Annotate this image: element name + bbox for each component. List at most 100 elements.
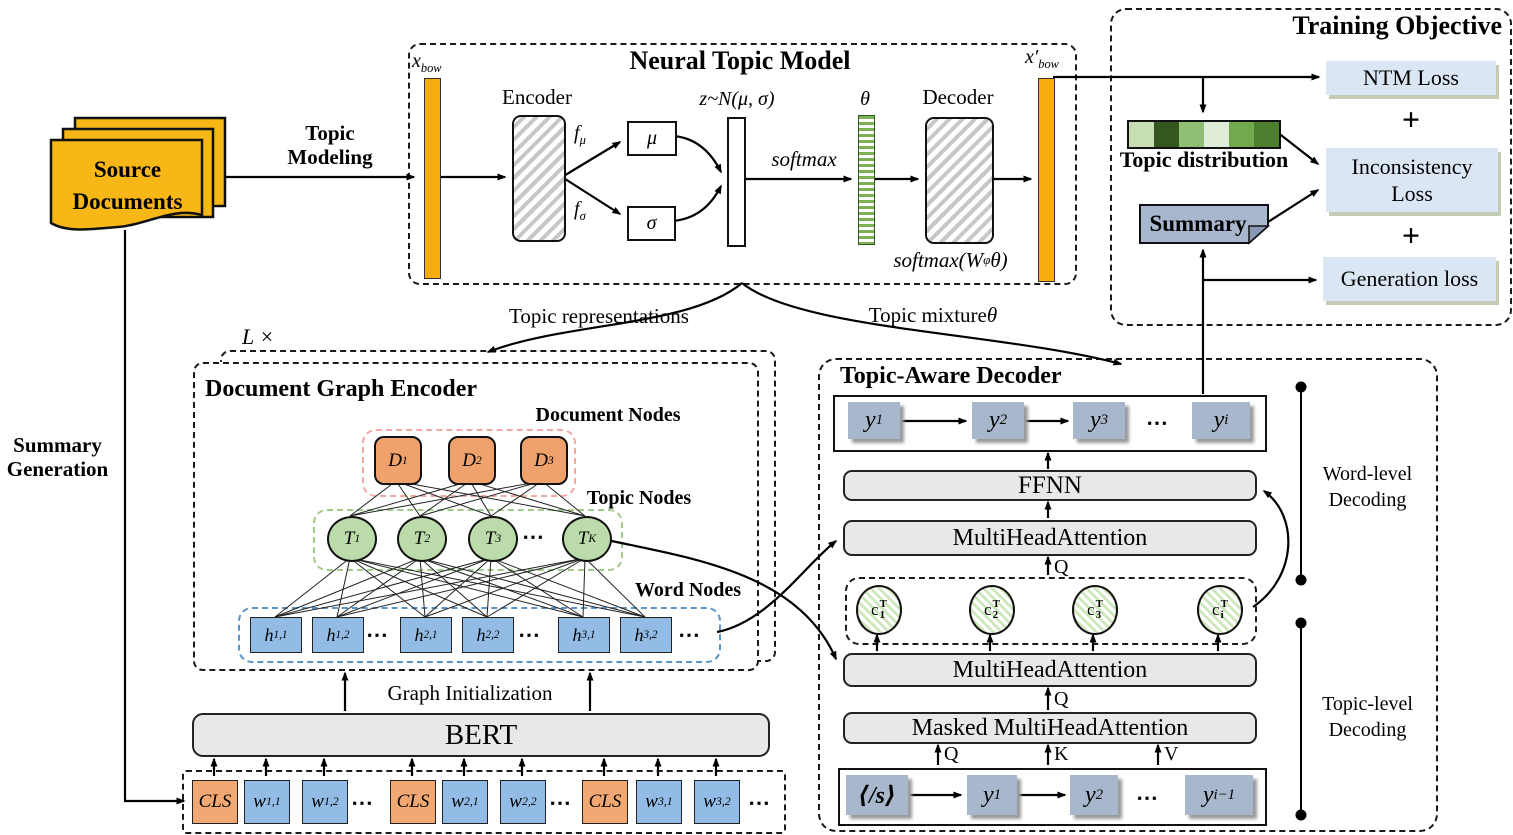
word-nodes-label: Word Nodes: [634, 578, 742, 601]
mha-word-box: MultiHeadAttention: [843, 520, 1257, 556]
sigma-box: σ: [627, 206, 676, 241]
f-sigma-label: fσ: [574, 198, 586, 223]
ntm-loss-box: NTM Loss: [1326, 61, 1496, 95]
token-ellipsis-3: ⋯: [748, 790, 771, 815]
ntm-decoder-block: [925, 117, 994, 244]
q-label-1: Q: [1054, 556, 1069, 578]
token-ellipsis-2: ⋯: [549, 790, 572, 815]
k-label: K: [1054, 743, 1069, 765]
v-label: V: [1164, 743, 1179, 765]
graph-initialization-label: Graph Initialization: [387, 680, 553, 705]
q-label-3: Q: [944, 743, 959, 765]
distribution-segment: [1154, 122, 1179, 147]
context-nodes-group: [845, 577, 1257, 645]
ntm-title: Neural Topic Model: [629, 46, 851, 75]
distribution-segment: [1254, 122, 1279, 147]
distribution-segment: [1229, 122, 1254, 147]
summary-label: Summary: [1149, 211, 1247, 236]
plus-1: +: [1401, 100, 1421, 137]
q-label-2: Q: [1054, 688, 1069, 710]
z-bar: [727, 117, 746, 247]
xbow-prime-bar: [1038, 78, 1055, 282]
mha-topic-box: MultiHeadAttention: [843, 653, 1257, 687]
bert-box: BERT: [192, 713, 770, 757]
token-cls-1: CLS: [192, 780, 238, 824]
topic-distribution-bar: [1127, 120, 1281, 149]
topic-distribution-label: Topic distribution: [1119, 147, 1289, 172]
topic-nodes-ellipsis: ⋯: [522, 524, 545, 549]
xbow-prime-label: x′bow: [1025, 46, 1059, 71]
xbow-label: xbow: [412, 50, 442, 75]
topic-representations-label: Topic representations: [509, 303, 689, 328]
topic-aware-decoder-title: Topic-Aware Decoder: [840, 363, 1062, 389]
theta-bar: [858, 115, 875, 245]
input-sep: ⟨/s⟩: [846, 775, 908, 815]
word-nodes-ellipsis-2: ⋯: [518, 622, 541, 647]
encoder-label: Encoder: [502, 84, 572, 109]
xbow-bar: [424, 78, 441, 279]
token-ellipsis-1: ⋯: [351, 790, 374, 815]
generation-loss-box: Generation loss: [1323, 257, 1496, 301]
output-ellipsis: ⋯: [1146, 410, 1169, 435]
training-objective-title: Training Objective: [1292, 11, 1502, 40]
topic-mixture-label: Topic mixture θ: [868, 302, 998, 327]
ntm-encoder-block: [512, 115, 566, 242]
l-times-label: L ×: [242, 324, 275, 349]
z-label: z~N(μ, σ): [699, 87, 775, 110]
distribution-segment: [1179, 122, 1204, 147]
theta-label: θ: [860, 87, 870, 110]
graph-encoder-title: Document Graph Encoder: [205, 376, 477, 402]
f-mu-label: fμ: [574, 122, 586, 147]
input-ellipsis: ⋯: [1136, 785, 1159, 810]
plus-2: +: [1401, 216, 1421, 253]
mu-box: μ: [627, 121, 677, 156]
token-cls-3: CLS: [582, 780, 628, 824]
decoder-label: Decoder: [922, 84, 994, 109]
word-nodes-ellipsis-3: ⋯: [678, 622, 701, 647]
ffnn-box: FFNN: [843, 470, 1257, 501]
document-nodes-label: Document Nodes: [535, 403, 681, 426]
training-objective-box: [1110, 8, 1512, 326]
softmax-label: softmax: [771, 146, 837, 171]
topic-nodes-label: Topic Nodes: [586, 486, 692, 509]
word-nodes-ellipsis-1: ⋯: [366, 622, 389, 647]
distribution-segment: [1204, 122, 1229, 147]
